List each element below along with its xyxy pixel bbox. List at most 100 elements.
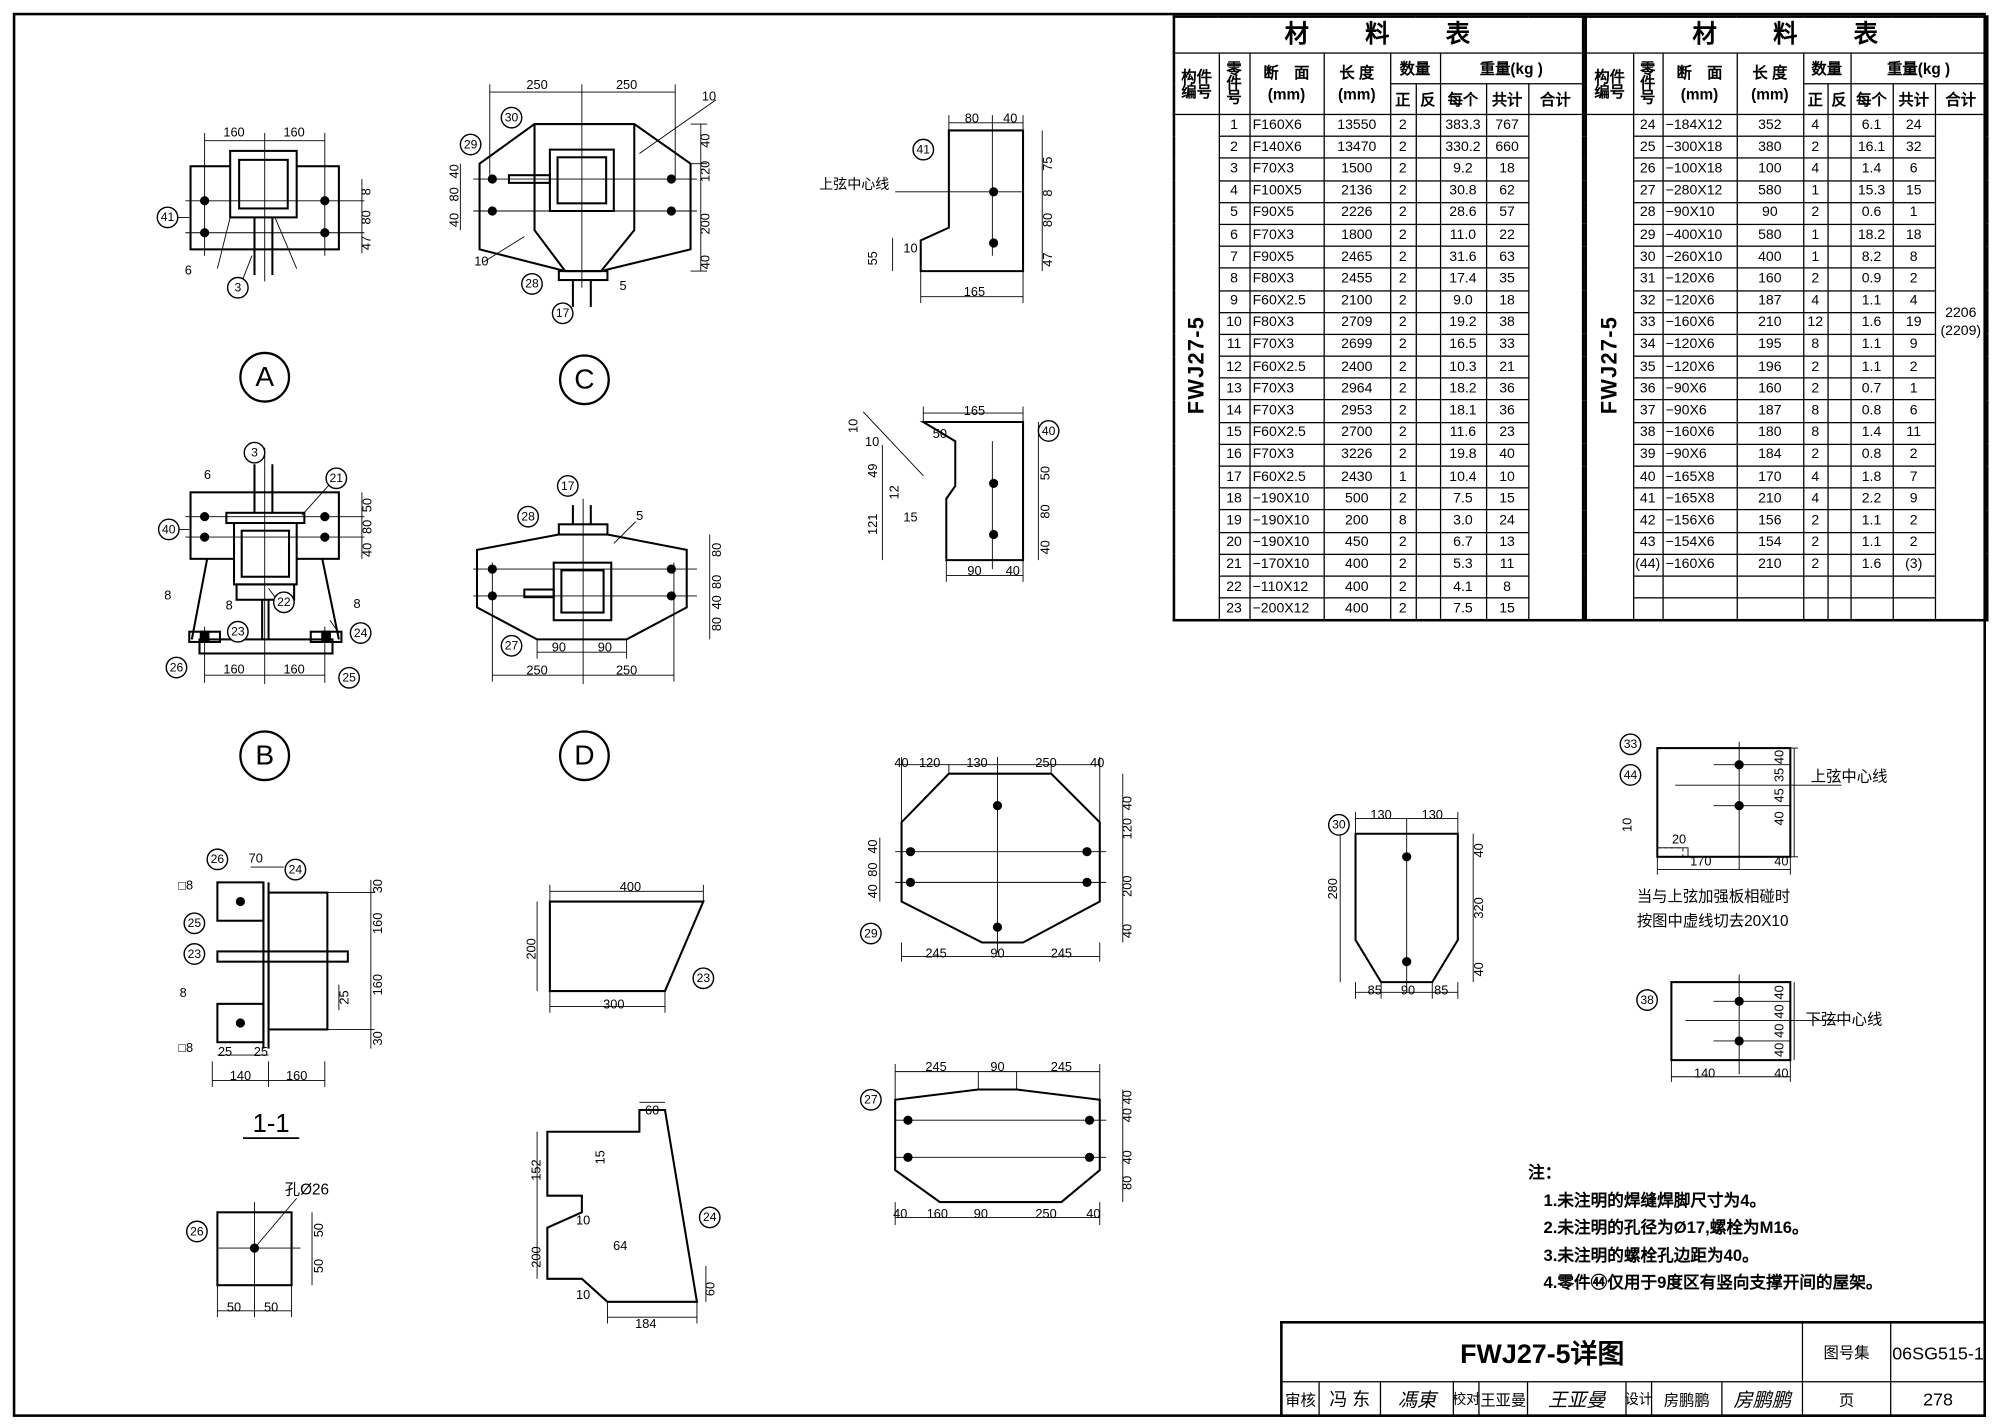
length: 187 (1735, 289, 1804, 313)
dimension-label: 165 (964, 403, 985, 418)
dimension-label: 40 (360, 543, 375, 557)
dimension-label: 130 (1370, 807, 1391, 822)
section-size: F80X3 (1248, 267, 1325, 291)
length: 400 (1322, 575, 1391, 599)
weight-each: 1.8 (1849, 465, 1894, 489)
weight-total: 15 (1891, 179, 1936, 204)
dimension-label: 10 (865, 434, 879, 449)
quantity-negative (1826, 509, 1852, 533)
quantity-positive: 4 (1802, 113, 1829, 138)
weight-total: 11 (1485, 553, 1529, 577)
part-tag-number: 26 (170, 660, 184, 674)
dimension-label: 35 (1771, 768, 1786, 782)
part-tag-circle (1327, 813, 1350, 836)
table-header-row: 构件编号零件号断 面(mm)长 度(mm)数量重量(kg ) (1173, 52, 1584, 116)
dimension-label: 160 (927, 1206, 948, 1221)
part-number: 33 (1632, 311, 1664, 335)
dimension-label: 80 (1119, 1176, 1134, 1190)
quantity-negative (1826, 201, 1852, 225)
part-number: 9 (1218, 289, 1251, 313)
weight-each: 8.2 (1849, 245, 1894, 269)
part-tag-number: 24 (703, 1210, 717, 1224)
quantity-positive: 4 (1802, 157, 1829, 182)
weight-total (1891, 575, 1936, 599)
quantity-negative (1414, 355, 1441, 379)
weight-each: 18.2 (1439, 377, 1487, 401)
bolt-hole (1734, 801, 1744, 811)
part-number: 27 (1632, 179, 1664, 204)
header-section-label: 断 面 (1676, 63, 1723, 82)
note-item: 3.未注明的螺栓孔边距为40。 (1543, 1244, 1759, 1265)
check-label: 校对 (1452, 1382, 1480, 1417)
weight-total: 63 (1485, 245, 1529, 269)
section-size: F70X3 (1248, 377, 1325, 401)
length: 13470 (1322, 135, 1391, 160)
weight-total: (3) (1891, 553, 1936, 577)
header-weight-total: 共计 (1891, 83, 1936, 116)
dimension-label: 40 (447, 164, 462, 178)
dimension-label: 120 (1119, 818, 1134, 839)
quantity-positive: 4 (1802, 465, 1829, 489)
header-section-unit: (mm) (1680, 85, 1719, 104)
part-number: 23 (1218, 597, 1251, 622)
table-subheader-row: 正反每个共计合计 (1586, 83, 1989, 116)
dimension-label: 200 (528, 1246, 543, 1267)
part-tag-number: 22 (277, 595, 291, 609)
bolt-hole (989, 478, 999, 488)
bolt-hole (200, 532, 210, 542)
quantity-positive: 2 (1389, 553, 1417, 577)
quantity-negative (1414, 421, 1441, 445)
atlas-label: 图号集 (1803, 1323, 1892, 1383)
quantity-positive: 8 (1802, 333, 1829, 357)
quantity-negative (1826, 355, 1852, 379)
part-number: 41 (1632, 487, 1664, 511)
bolt-hole (235, 1018, 246, 1028)
part-number: 17 (1218, 465, 1251, 489)
bolt-hole (487, 564, 497, 574)
quantity-positive: 2 (1389, 531, 1417, 555)
header-length-label: 长 度 (1339, 63, 1375, 82)
section-size: F70X3 (1248, 223, 1325, 247)
length: 210 (1735, 487, 1804, 511)
quantity-negative (1826, 465, 1852, 489)
section-size: −120X6 (1661, 355, 1738, 379)
sheet-frame (12, 12, 1986, 1417)
part-tag-number: 41 (917, 142, 931, 156)
section-size: −260X10 (1661, 245, 1738, 269)
section-size (1661, 597, 1738, 622)
header-weight-each: 每个 (1849, 83, 1894, 116)
part-33-44 (1656, 741, 1842, 875)
quantity-positive: 2 (1389, 135, 1417, 160)
header-qty-positive: 正 (1802, 83, 1829, 116)
view-label-a: A (255, 361, 274, 392)
quantity-positive: 2 (1802, 377, 1829, 401)
length: 580 (1735, 223, 1804, 247)
chord-centerline-label: 下弦中心线 (1806, 1012, 1883, 1029)
part-tag-number: 28 (521, 509, 535, 523)
part-number: 1 (1218, 113, 1251, 138)
section-size: F140X6 (1248, 135, 1325, 160)
dimension-label: 50 (311, 1259, 326, 1273)
part-number: 26 (1632, 157, 1664, 182)
length: 184 (1735, 443, 1804, 467)
quantity-negative (1826, 333, 1852, 357)
section-size: −100X18 (1661, 157, 1738, 182)
weight-each: 0.8 (1849, 399, 1894, 423)
weight-each: 0.9 (1849, 267, 1894, 291)
dimension-label: 40 (1771, 1004, 1786, 1018)
bolt-hole (320, 512, 330, 522)
dimension-label: 40 (1037, 540, 1052, 554)
part-23 (536, 884, 705, 1013)
table-row (1586, 597, 1988, 622)
weld-size-label: 6 (204, 467, 211, 482)
